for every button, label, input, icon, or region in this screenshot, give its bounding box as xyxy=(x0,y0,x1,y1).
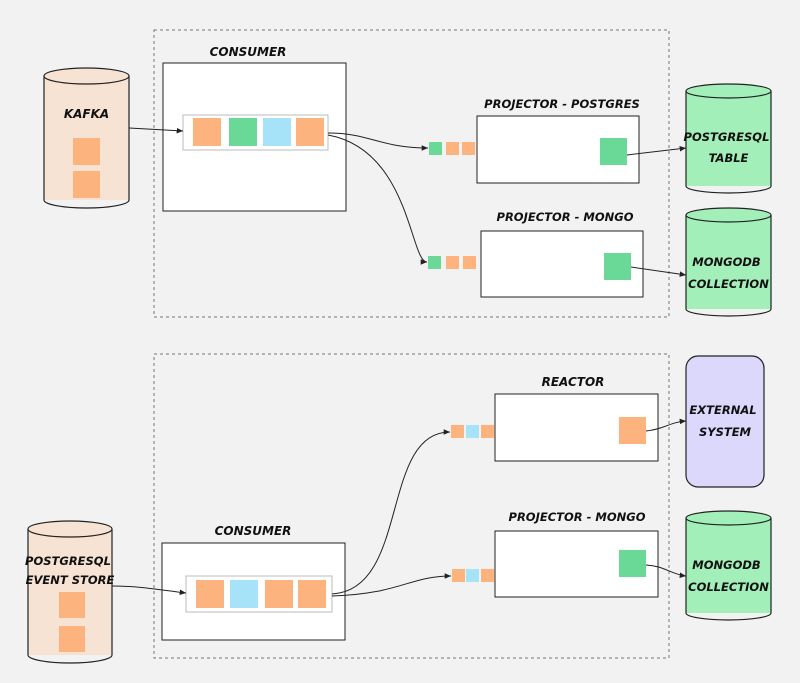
bottom-projector-mongo-label: PROJECTOR - MONGO xyxy=(509,510,646,524)
reactor-event xyxy=(619,417,646,444)
top-projector-mongo-event xyxy=(604,253,631,280)
bpm-in-event-3 xyxy=(481,569,494,582)
postgresql-event-store-label: POSTGRESQL EVENT STORE xyxy=(25,554,115,587)
external-system-label-line-2: SYSTEM xyxy=(699,425,752,439)
kafka-label-line-1: KAFKA xyxy=(64,107,109,121)
external-system-label: EXTERNAL SYSTEM xyxy=(689,403,760,439)
bottom-mongodb-collection-cylinder xyxy=(685,510,772,621)
arrow-projector-postgres-to-table xyxy=(626,145,687,156)
reactor-in-event-3 xyxy=(481,425,494,438)
reactor-in-event-1 xyxy=(451,425,464,438)
bpm-in-event-1 xyxy=(452,569,465,582)
pm-in-event-1 xyxy=(428,256,441,269)
top-queue-event-2 xyxy=(229,118,257,146)
arrow-projector-mongo-to-collection xyxy=(630,266,687,277)
pm-in-event-2 xyxy=(446,256,459,269)
postgresql-table-label-line-1: POSTGRESQL xyxy=(684,130,770,144)
projector-postgres-label: PROJECTOR - POSTGRES xyxy=(484,97,640,111)
top-queue-event-4 xyxy=(296,118,324,146)
top-mongodb-collection-label: MONGODB COLLECTION xyxy=(688,255,769,291)
top-mongodb-label-line-2: COLLECTION xyxy=(688,277,769,291)
event-store-event-2 xyxy=(59,626,85,652)
bottom-mongodb-label-line-1: MONGODB xyxy=(692,558,761,572)
top-mongodb-label-line-1: MONGODB xyxy=(692,255,761,269)
external-system-box xyxy=(685,355,765,488)
arrow-kafka-to-consumer xyxy=(128,127,184,134)
bottom-mongodb-collection-label: MONGODB COLLECTION xyxy=(688,558,769,594)
event-store-label-line-1: POSTGRESQL xyxy=(25,554,111,568)
arrow-consumer-to-projector-postgres xyxy=(327,132,429,151)
event-store-event-1 xyxy=(59,592,85,618)
bottom-projector-mongo-event xyxy=(619,550,646,577)
arrow-consumer-to-reactor xyxy=(331,429,451,595)
top-mongodb-collection-cylinder xyxy=(685,207,772,317)
kafka-event-2 xyxy=(73,171,100,198)
arrow-consumer-to-projector-mongo-bottom xyxy=(331,573,452,597)
arrow-reactor-to-external xyxy=(645,418,687,432)
kafka-cylinder xyxy=(43,67,130,209)
arrow-consumer-to-projector-mongo xyxy=(327,134,428,265)
bpm-in-event-2 xyxy=(466,569,479,582)
pp-in-event-2 xyxy=(446,142,459,155)
top-projector-mongo-label: PROJECTOR - MONGO xyxy=(497,210,634,224)
bottom-queue-event-4 xyxy=(298,580,326,608)
postgresql-table-cylinder xyxy=(685,83,772,194)
projector-postgres-event xyxy=(600,138,627,165)
top-queue-event-3 xyxy=(263,118,291,146)
reactor-label: REACTOR xyxy=(542,375,605,389)
external-system-label-line-1: EXTERNAL xyxy=(689,403,756,417)
event-store-label-line-2: EVENT STORE xyxy=(26,573,115,587)
arrow-projector-mongo-to-collection-bottom xyxy=(645,564,687,578)
top-consumer-label: CONSUMER xyxy=(210,45,287,59)
bottom-consumer-label: CONSUMER xyxy=(215,524,292,538)
bottom-boundary xyxy=(153,353,670,659)
arrow-event-store-to-consumer xyxy=(111,585,187,596)
top-queue-event-1 xyxy=(193,118,221,146)
bottom-queue-event-3 xyxy=(265,580,293,608)
top-boundary xyxy=(153,29,670,318)
pm-in-event-3 xyxy=(463,256,476,269)
pp-in-event-3 xyxy=(462,142,475,155)
bottom-mongodb-label-line-2: COLLECTION xyxy=(688,580,769,594)
postgresql-table-label: POSTGRESQL TABLE xyxy=(684,130,774,165)
postgresql-event-store-cylinder xyxy=(27,520,113,664)
reactor-in-event-2 xyxy=(466,425,479,438)
pp-in-event-1 xyxy=(429,142,442,155)
kafka-label: KAFKA xyxy=(64,107,109,121)
bottom-queue-event-1 xyxy=(196,580,224,608)
kafka-event-1 xyxy=(73,138,100,165)
bottom-queue-event-2 xyxy=(230,580,258,608)
postgresql-table-label-line-2: TABLE xyxy=(709,151,749,165)
